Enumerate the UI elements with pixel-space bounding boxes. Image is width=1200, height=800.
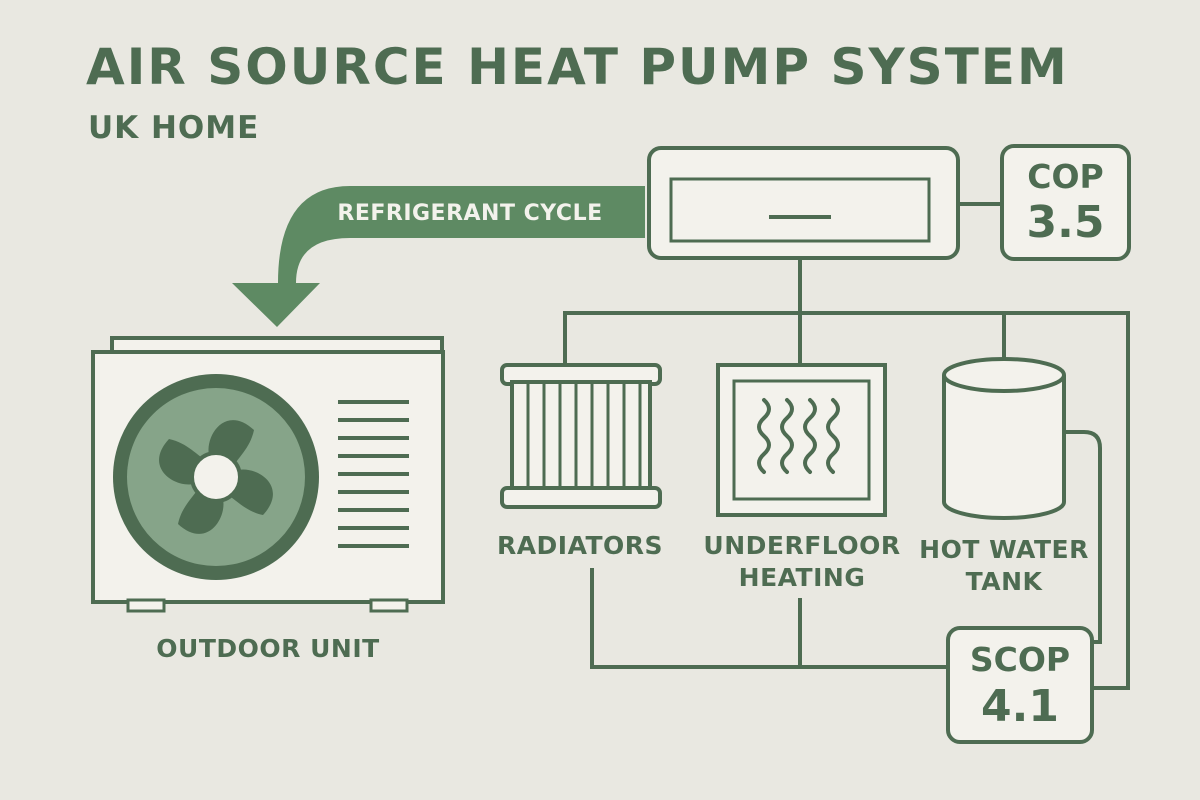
pipe-distribution-bus — [563, 311, 1130, 690]
scop-value: 4.1 — [981, 681, 1059, 732]
indoor-unit-body — [647, 146, 960, 260]
outdoor-unit-foot-right — [369, 598, 409, 613]
connection-pipes — [563, 202, 1130, 690]
outdoor-unit-label: OUTDOOR UNIT — [156, 634, 380, 663]
outdoor-unit — [91, 336, 445, 613]
radiator-body — [510, 380, 652, 492]
water-tank-icon — [942, 357, 1066, 520]
heat-wave — [780, 398, 794, 474]
fan-hub — [190, 451, 242, 503]
hot-water-tank-label: HOT WATER TANK — [918, 534, 1090, 598]
underfloor-label-line2: HEATING — [738, 563, 866, 592]
cop-label: COP — [1027, 157, 1104, 196]
indoor-split-unit — [647, 146, 960, 260]
heat-waves — [757, 398, 840, 474]
outdoor-unit-foot-left — [126, 598, 166, 613]
outdoor-unit-vents — [338, 400, 409, 548]
pipe-return — [590, 568, 948, 669]
radiators-label: RADIATORS — [496, 531, 664, 560]
underfloor-label-line1: UNDERFLOOR — [703, 531, 901, 560]
cop-value: 3.5 — [1026, 197, 1105, 248]
heat-wave — [757, 398, 771, 474]
scop-box — [946, 626, 1094, 744]
scop-label: SCOP — [969, 640, 1071, 679]
underfloor-heating-label: UNDERFLOOR HEATING — [690, 530, 914, 594]
refrigerant-cycle-arrow — [232, 186, 645, 327]
radiator-fins — [526, 384, 642, 488]
heat-wave — [826, 398, 840, 474]
tank-top — [942, 357, 1066, 393]
cop-box — [1000, 144, 1131, 261]
underfloor-frame-inner — [732, 379, 871, 501]
heat-wave — [803, 398, 817, 474]
tank-label-line2: TANK — [965, 567, 1043, 596]
page-subtitle: UK HOME — [88, 110, 260, 146]
underfloor-frame-outer — [716, 363, 887, 517]
refrigerant-cycle-label: REFRIGERANT CYCLE — [337, 201, 603, 226]
page-title: AIR SOURCE HEAT PUMP SYSTEM — [86, 38, 1069, 96]
tank-body — [942, 375, 1066, 520]
fan-icon — [113, 374, 319, 580]
pipe-tank-loop — [1060, 430, 1102, 644]
tank-label-line1: HOT WATER — [919, 535, 1089, 564]
radiator-bottom-rail — [500, 486, 662, 509]
underfloor-heating-icon — [716, 363, 887, 517]
indoor-unit-panel — [669, 177, 931, 243]
radiator-icon — [500, 363, 662, 509]
